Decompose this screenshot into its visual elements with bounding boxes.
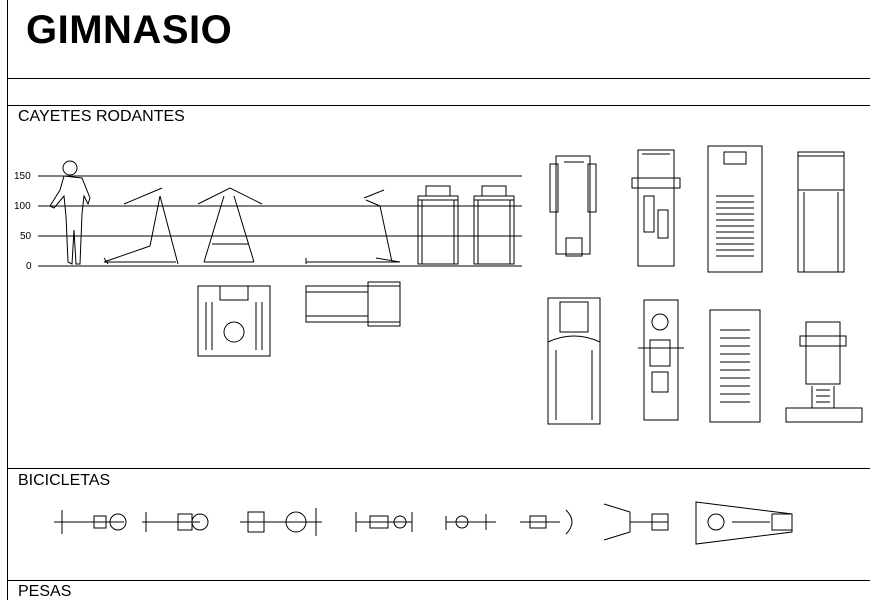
exercise-bike-icon-6 [520, 509, 573, 535]
exercise-bike-icon-5 [445, 514, 496, 530]
height-scale: 150 100 50 0 [14, 171, 522, 272]
exercise-bike-icon-7 [603, 503, 669, 541]
treadmill-belt-slats [716, 195, 754, 257]
section-title-treadmills: CAYETES RODANTES [18, 108, 185, 125]
scale-tick-150: 150 [14, 171, 31, 182]
exercise-bike-icon-2 [142, 512, 209, 532]
treadmill-plan-icon-8 [785, 321, 863, 423]
scale-tick-50: 50 [20, 231, 32, 242]
treadmill-side-icon-1 [103, 187, 179, 265]
scale-tick-0: 0 [26, 261, 32, 272]
sheet-title: GIMNASIO [26, 8, 233, 52]
exercise-bike-icon-8 [695, 501, 793, 545]
exercise-bike-icon-1 [54, 510, 127, 534]
exercise-bike-icon-3 [240, 508, 322, 536]
treadmill-plan-icon-3 [707, 145, 763, 273]
treadmill-plan-icon-7 [709, 309, 761, 423]
treadmill-top-user-icon [197, 285, 271, 357]
treadmill-side-icon-2 [197, 187, 263, 263]
treadmill-plan-icon-2 [631, 149, 681, 267]
treadmill-plan-icon-1 [549, 155, 597, 257]
section-divider-top [7, 105, 870, 106]
treadmill-top-icon [305, 281, 401, 327]
weights-divider [7, 580, 870, 581]
treadmill-front-icon-1 [417, 185, 459, 265]
scale-tick-100: 100 [14, 201, 31, 212]
title-divider [7, 78, 870, 79]
human-silhouette-icon [49, 160, 91, 265]
treadmill-plan-icon-5 [547, 297, 601, 425]
treadmill-front-icon-2 [473, 185, 515, 265]
sheet-frame [7, 0, 870, 600]
treadmill-plan-icon-4 [797, 151, 845, 273]
treadmill-side-icon-3 [305, 189, 401, 264]
exercise-bike-icon-4 [355, 512, 413, 532]
section-title-bikes: BICICLETAS [18, 472, 111, 489]
treadmill-plan-icon-6 [638, 299, 684, 421]
bikes-divider [7, 468, 870, 469]
